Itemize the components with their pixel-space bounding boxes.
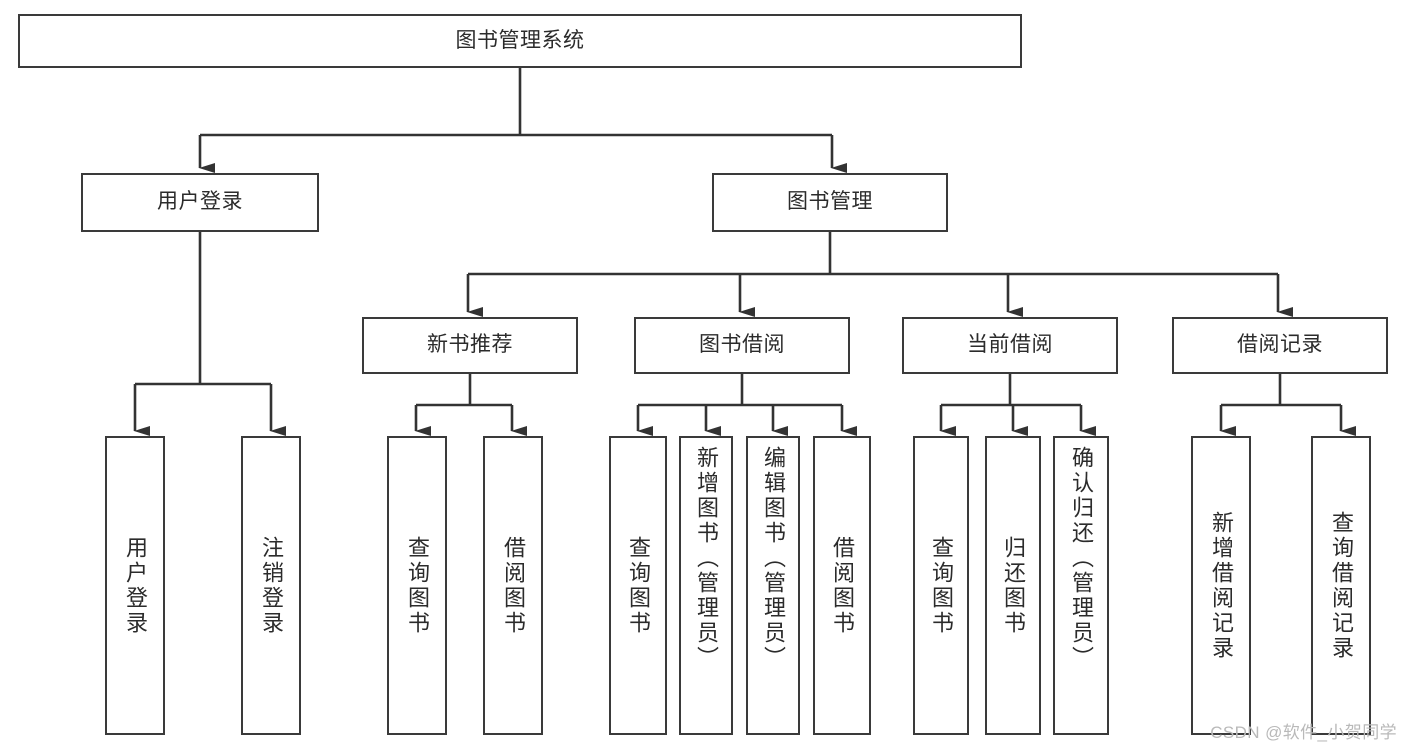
node-leaf-rec-borrow-book-label: 借阅图书 (501, 535, 526, 636)
node-leaf-rec-borrow-book[interactable]: 借阅图书 (483, 436, 543, 735)
node-user-login-label: 用户登录 (157, 190, 243, 214)
node-leaf-add-borrow-record[interactable]: 新增借阅记录 (1191, 436, 1251, 735)
node-leaf-query-borrow-record[interactable]: 查询借阅记录 (1311, 436, 1371, 735)
node-leaf-query-borrow-record-label: 查询借阅记录 (1329, 510, 1354, 661)
node-borrow-record-label: 借阅记录 (1237, 333, 1323, 357)
node-leaf-cur-query-book[interactable]: 查询图书 (913, 436, 969, 735)
node-leaf-confirm-return-admin[interactable]: 确认归还（管理员） (1053, 436, 1109, 735)
node-leaf-borrow-query-book-label: 查询图书 (626, 535, 651, 636)
node-leaf-rec-query-book[interactable]: 查询图书 (387, 436, 447, 735)
node-book-manage[interactable]: 图书管理 (712, 173, 948, 232)
node-leaf-return-book-label: 归还图书 (1001, 535, 1026, 636)
node-leaf-rec-query-book-label: 查询图书 (405, 535, 430, 636)
csdn-watermark: CSDN @软件_小贺同学 (1210, 723, 1397, 742)
node-leaf-cur-query-book-label: 查询图书 (929, 535, 954, 636)
node-borrow-record[interactable]: 借阅记录 (1172, 317, 1388, 374)
node-leaf-user-logout-label: 注销登录 (259, 535, 284, 636)
node-book-borrow-label: 图书借阅 (699, 333, 785, 357)
node-book-manage-label: 图书管理 (787, 190, 873, 214)
node-leaf-borrow-book-label: 借阅图书 (830, 535, 855, 636)
node-current-borrow[interactable]: 当前借阅 (902, 317, 1118, 374)
node-current-borrow-label: 当前借阅 (967, 333, 1053, 357)
node-user-login[interactable]: 用户登录 (81, 173, 319, 232)
node-leaf-borrow-query-book[interactable]: 查询图书 (609, 436, 667, 735)
node-new-book-rec-label: 新书推荐 (427, 333, 513, 357)
node-leaf-add-book-admin[interactable]: 新增图书（管理员） (679, 436, 733, 735)
node-book-borrow[interactable]: 图书借阅 (634, 317, 850, 374)
node-leaf-user-login-label: 用户登录 (123, 535, 148, 636)
node-leaf-add-borrow-record-label: 新增借阅记录 (1209, 510, 1234, 661)
node-leaf-user-login[interactable]: 用户登录 (105, 436, 165, 735)
node-new-book-rec[interactable]: 新书推荐 (362, 317, 578, 374)
node-leaf-return-book[interactable]: 归还图书 (985, 436, 1041, 735)
node-leaf-edit-book-admin[interactable]: 编辑图书（管理员） (746, 436, 800, 735)
node-root-label: 图书管理系统 (455, 28, 585, 52)
node-root[interactable]: 图书管理系统 (18, 14, 1022, 68)
node-leaf-user-logout[interactable]: 注销登录 (241, 436, 301, 735)
node-leaf-confirm-return-admin-label: 确认归还（管理员） (1069, 446, 1094, 671)
node-leaf-edit-book-admin-label: 编辑图书（管理员） (761, 446, 786, 671)
node-leaf-borrow-book[interactable]: 借阅图书 (813, 436, 871, 735)
node-leaf-add-book-admin-label: 新增图书（管理员） (694, 446, 719, 671)
